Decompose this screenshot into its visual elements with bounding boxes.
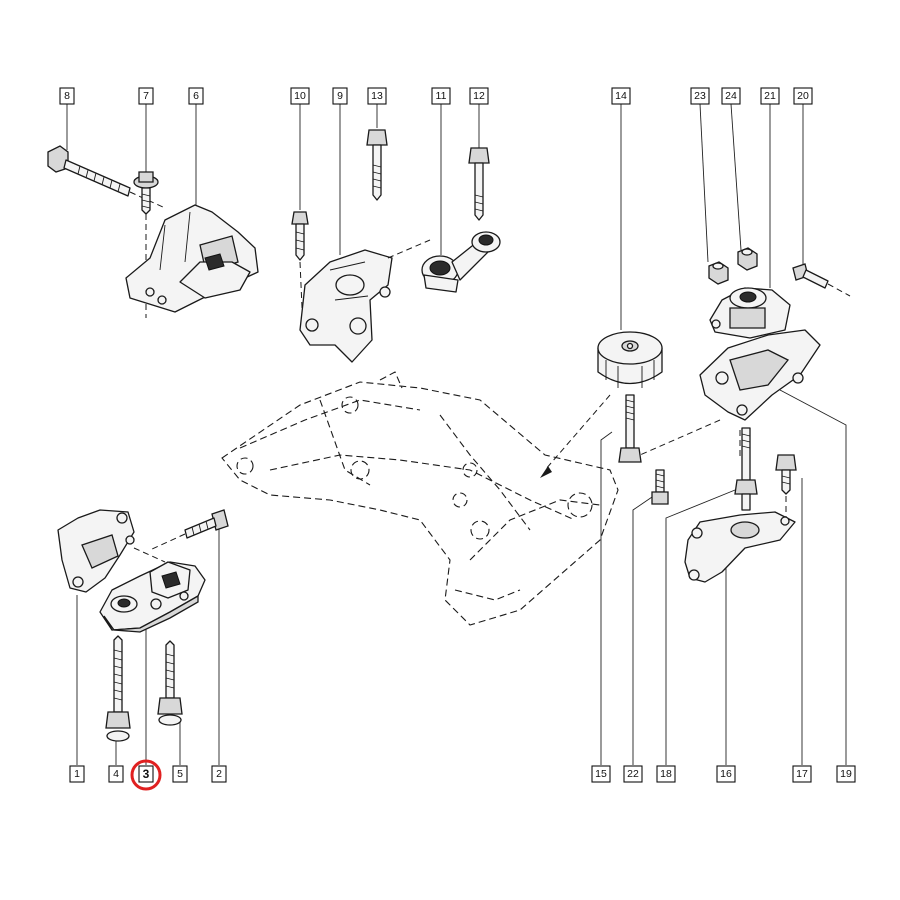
callout-24[interactable]: 24 — [721, 87, 741, 105]
callout-2-label: 2 — [216, 768, 222, 780]
callout-16-label: 16 — [720, 768, 732, 780]
callout-11[interactable]: 11 — [431, 87, 451, 105]
callout-23-label: 23 — [694, 90, 706, 102]
bolt-17 — [775, 454, 797, 520]
callout-22-label: 22 — [627, 768, 639, 780]
callout-7[interactable]: 7 — [138, 87, 154, 105]
callout-5-label: 5 — [177, 768, 183, 780]
callout-13[interactable]: 13 — [367, 87, 387, 105]
callout-12-label: 12 — [473, 90, 485, 102]
callout-3-label: 3 — [143, 767, 150, 781]
engine-mount-6 — [125, 204, 259, 313]
callout-4[interactable]: 4 — [108, 765, 124, 783]
callout-6[interactable]: 6 — [188, 87, 204, 105]
callout-labels: 8 7 6 10 9 13 11 12 14 23 24 21 20 1 4 — [59, 87, 856, 783]
bolt-22 — [651, 469, 669, 505]
callout-1[interactable]: 1 — [69, 765, 85, 783]
round-mount-14 — [597, 331, 663, 388]
callout-11-label: 11 — [436, 90, 447, 102]
callout-14[interactable]: 14 — [611, 87, 631, 105]
callout-10[interactable]: 10 — [290, 87, 310, 105]
callout-14-label: 14 — [615, 90, 627, 102]
callout-8[interactable]: 8 — [59, 87, 75, 105]
bolt-13 — [366, 129, 388, 201]
subframe — [221, 371, 741, 626]
bolt-2 — [149, 509, 229, 551]
stud-18 — [734, 427, 758, 511]
callout-10-label: 10 — [294, 90, 306, 102]
callout-5[interactable]: 5 — [172, 765, 188, 783]
callout-9[interactable]: 9 — [332, 87, 348, 105]
callout-18[interactable]: 18 — [656, 765, 676, 783]
callout-17-label: 17 — [796, 768, 808, 780]
callout-19-label: 19 — [840, 768, 852, 780]
callout-9-label: 9 — [337, 90, 343, 102]
callout-8-label: 8 — [64, 90, 70, 102]
callout-13-label: 13 — [371, 90, 383, 102]
gearbox-mount-3 — [99, 561, 206, 633]
leader-lines — [66, 103, 847, 765]
callout-17[interactable]: 17 — [792, 765, 812, 783]
callout-1-label: 1 — [74, 768, 80, 780]
callout-24-label: 24 — [725, 90, 737, 102]
bolt-12 — [468, 147, 490, 221]
callout-15-label: 15 — [595, 768, 607, 780]
highlight-ring — [130, 759, 162, 791]
bolt-10 — [291, 211, 309, 331]
bolt-8 — [47, 145, 166, 209]
callout-16[interactable]: 16 — [716, 765, 736, 783]
callout-20-label: 20 — [797, 90, 809, 102]
callout-6-label: 6 — [193, 90, 199, 102]
bracket-9 — [299, 239, 431, 363]
callout-22[interactable]: 22 — [623, 765, 643, 783]
bracket-16 — [684, 511, 796, 583]
callout-4-label: 4 — [113, 768, 119, 780]
callout-19[interactable]: 19 — [836, 765, 856, 783]
callout-15[interactable]: 15 — [591, 765, 611, 783]
mount-21 — [709, 287, 791, 339]
callout-21-label: 21 — [764, 90, 776, 102]
bolt-15 — [618, 394, 642, 463]
bracket-19 — [699, 329, 821, 421]
bolt-5 — [157, 640, 183, 726]
nut-24 — [737, 247, 758, 271]
nut-23 — [708, 261, 729, 285]
bolt-4 — [105, 635, 131, 742]
callout-12[interactable]: 12 — [469, 87, 489, 105]
callout-3[interactable]: 3 — [138, 765, 154, 783]
callout-21[interactable]: 21 — [760, 87, 780, 105]
torque-rod-11 — [421, 231, 501, 293]
callout-23[interactable]: 23 — [690, 87, 710, 105]
callout-20[interactable]: 20 — [793, 87, 813, 105]
callout-2[interactable]: 2 — [211, 765, 227, 783]
bracket-1 — [57, 509, 166, 593]
bolt-20 — [792, 263, 851, 297]
callout-18-label: 18 — [660, 768, 672, 780]
callout-7-label: 7 — [143, 90, 149, 102]
